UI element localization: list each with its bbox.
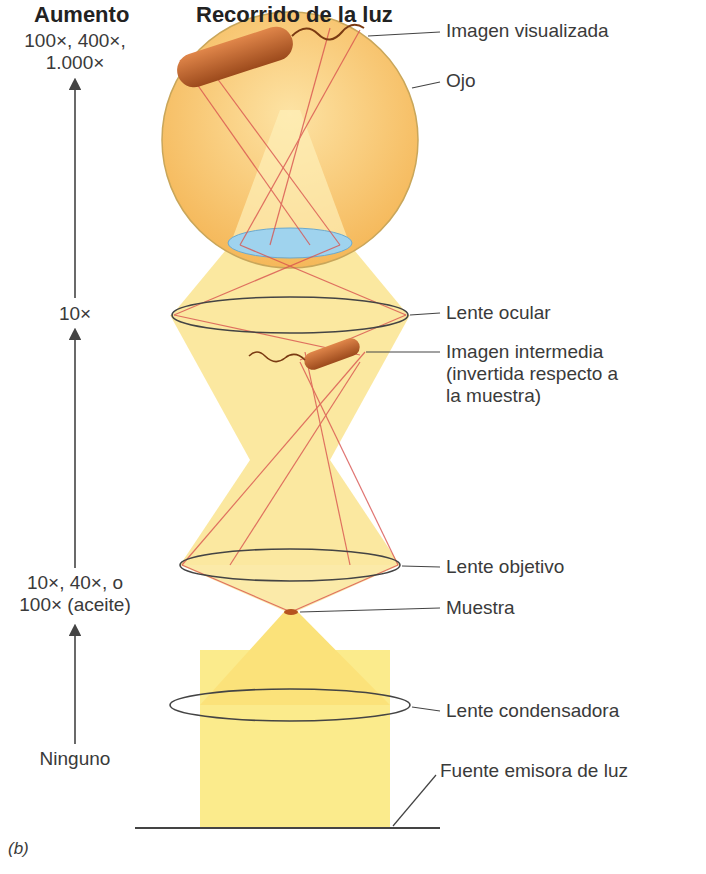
column-heading: Aumento <box>34 2 129 28</box>
magnification-value: 10×, 40×, o 100× (aceite) <box>8 572 142 616</box>
viewed-image-bacterium <box>173 22 364 91</box>
part-label: Lente condensadora <box>446 700 619 722</box>
part-label: Imagen intermedia (invertida respecto a … <box>446 341 636 407</box>
part-label: Imagen visualizada <box>446 20 616 42</box>
intermediate-image-bacterium <box>249 336 362 373</box>
part-label: Fuente emisora de luz <box>440 760 628 782</box>
part-label: Lente objetivo <box>446 556 564 578</box>
leader-lines <box>300 32 440 826</box>
light-rays <box>174 28 406 612</box>
magnification-arrows <box>74 84 76 744</box>
light-source <box>135 827 440 829</box>
column-heading: Recorrido de la luz <box>196 2 393 28</box>
part-label: Ojo <box>446 70 476 92</box>
part-label: Lente ocular <box>446 302 551 324</box>
figure-letter: (b) <box>8 838 29 860</box>
magnification-value: 10× <box>40 303 110 325</box>
lenses <box>170 297 410 721</box>
part-label: Muestra <box>446 597 515 619</box>
specimen <box>284 609 298 615</box>
magnification-value: 100×, 400×, 1.000× <box>15 30 135 74</box>
eye <box>162 12 418 268</box>
magnification-value: Ninguno <box>20 748 130 770</box>
